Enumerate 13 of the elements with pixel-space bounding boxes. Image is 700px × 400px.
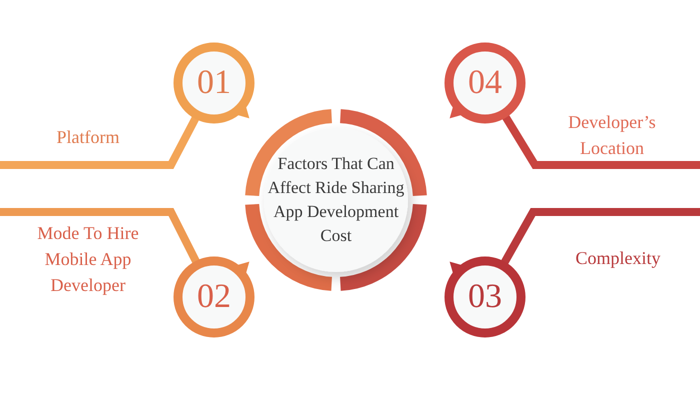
step-number: 02	[197, 278, 231, 316]
factor-label: Mode To Hire Mobile App Developer	[36, 222, 140, 297]
factor-label: Platform	[56, 126, 120, 149]
step-number: 01	[197, 64, 231, 102]
connector-line	[501, 208, 700, 264]
step-number: 03	[468, 278, 502, 316]
factor-label: Complexity	[574, 247, 662, 270]
factor-label: Developer’s Location	[567, 111, 657, 160]
connector-line	[502, 115, 700, 169]
connector-line	[0, 208, 200, 264]
step-number: 04	[468, 64, 502, 102]
connector-line	[0, 116, 199, 169]
center-title: Factors That Can Affect Ride Sharing App Development Cost	[266, 153, 406, 247]
